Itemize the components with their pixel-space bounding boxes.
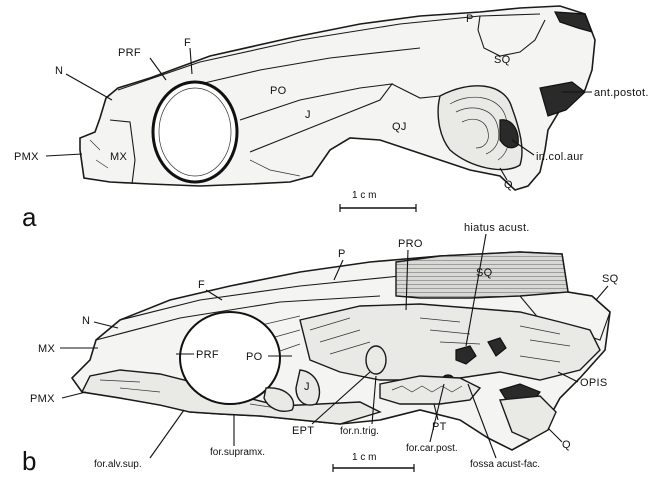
label-a-PMX: PMX <box>14 151 39 163</box>
label-b-for-alv-sup: for.alv.sup. <box>94 459 142 470</box>
label-b-MX: MX <box>38 343 55 355</box>
label-b-for-n-trig: for.n.trig. <box>340 426 379 437</box>
label-b-J: J <box>304 381 310 393</box>
orbit-a <box>153 82 237 182</box>
label-b-fossa-acust-fac: fossa acust-fac. <box>470 459 540 470</box>
label-a-N: N <box>55 65 63 77</box>
label-b-hiatus-acust: hiatus acust. <box>464 222 530 234</box>
label-b-PMX: PMX <box>30 393 55 405</box>
label-a-J: J <box>305 109 311 121</box>
label-b-Q: Q <box>562 439 571 451</box>
label-b-N: N <box>82 315 90 327</box>
label-a-PRF: PRF <box>118 47 141 59</box>
label-a-F: F <box>184 37 191 49</box>
panel-letter-b: b <box>22 446 36 476</box>
label-b-PO: PO <box>246 351 263 363</box>
label-a-Q: Q <box>504 179 513 191</box>
label-a-P: P <box>466 13 474 25</box>
label-b-F: F <box>198 279 205 291</box>
panel-b: PRO hiatus acust. SQ SQ P F N MX PRF PO … <box>22 222 619 476</box>
label-b-EPT: EPT <box>292 425 314 437</box>
label-b-PRF: PRF <box>196 349 219 361</box>
label-b-OPIS: OPIS <box>580 377 608 389</box>
label-a-MX: MX <box>110 151 127 163</box>
label-b-for-supramx: for.supramx. <box>210 447 265 458</box>
scale-label-b: 1 c m <box>352 452 376 463</box>
label-b-for-car-post: for.car.post. <box>406 443 458 454</box>
panel-a: P SQ PRF F N PO J QJ MX PMX ant.postot. … <box>14 6 649 232</box>
label-a-SQ: SQ <box>494 54 511 66</box>
label-a-QJ: QJ <box>392 121 407 133</box>
label-b-PRO: PRO <box>398 238 423 250</box>
label-b-P: P <box>338 248 346 260</box>
label-b-SQ-outer: SQ <box>602 273 619 285</box>
panel-letter-a: a <box>22 202 37 232</box>
label-a-in-col-aur: in.col.aur <box>536 151 584 163</box>
label-b-SQ-inner: SQ <box>476 267 493 279</box>
scale-label-a: 1 c m <box>352 190 376 201</box>
label-a-ant-postot: ant.postot. <box>594 87 649 99</box>
label-a-PO: PO <box>270 85 287 97</box>
